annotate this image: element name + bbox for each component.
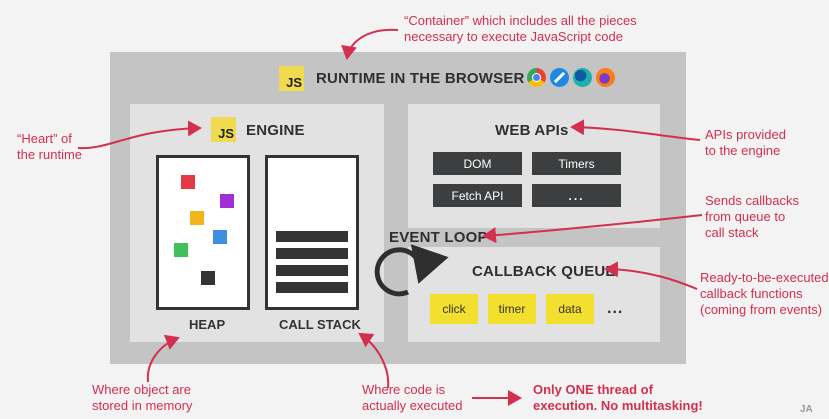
- queue-more: ...: [607, 300, 624, 317]
- container-note-line1: “Container” which includes all the piece…: [404, 13, 637, 28]
- queue-item-timer: timer: [488, 294, 536, 324]
- sends-note-line3: call stack: [705, 225, 759, 240]
- call-stack-panel: [265, 155, 359, 310]
- heap-note: Where object are stored in memory: [92, 382, 192, 414]
- heap-note-line1: Where object are: [92, 382, 191, 397]
- ready-note-line3: (coming from events): [700, 302, 823, 317]
- web-api-fetch: Fetch API: [433, 184, 522, 207]
- ready-note-line1: Ready-to-be-executed: [700, 270, 829, 285]
- stack-frame: [276, 282, 348, 293]
- ready-note-line2: callback functions: [700, 286, 803, 301]
- sends-note-line1: Sends callbacks: [705, 193, 799, 208]
- arrow-heap: [146, 334, 180, 383]
- engine-js-logo: JS: [211, 117, 236, 142]
- queue-item-data: data: [546, 294, 594, 324]
- event-loop-label: EVENT LOOP: [389, 229, 488, 246]
- heap-object: [201, 271, 215, 285]
- web-api-more: ...: [532, 184, 621, 207]
- stack-note-line2: actually executed: [362, 398, 463, 413]
- ready-note: Ready-to-be-executed callback functions …: [700, 270, 829, 318]
- callback-queue-title: CALLBACK QUEUE: [472, 263, 616, 280]
- thread-note-line2: execution. No multitasking!: [533, 398, 703, 413]
- engine-title: ENGINE: [246, 122, 305, 139]
- heart-note-line1: “Heart” of: [17, 131, 72, 146]
- sends-note-line2: from queue to: [705, 209, 786, 224]
- heart-note-line2: the runtime: [17, 147, 83, 162]
- sends-note: Sends callbacks from queue to call stack: [705, 193, 799, 241]
- edge-icon: [573, 68, 592, 87]
- container-note-line2: necessary to execute JavaScript code: [404, 29, 623, 44]
- web-api-dom: DOM: [433, 152, 522, 175]
- thread-note-line1: Only ONE thread of: [533, 382, 653, 397]
- heap-object: [174, 243, 188, 257]
- safari-icon: [550, 68, 569, 87]
- web-apis-title: WEB APIs: [495, 122, 569, 139]
- heap-object: [190, 211, 204, 225]
- arrow-apis: [570, 119, 701, 141]
- apis-note-line2: to the engine: [705, 143, 781, 158]
- heart-note: “Heart” of the runtime: [17, 131, 82, 163]
- queue-item-click: click: [430, 294, 478, 324]
- runtime-title: RUNTIME IN THE BROWSER: [316, 70, 525, 87]
- stack-frame: [276, 265, 348, 276]
- js-logo: JS: [279, 66, 304, 91]
- heap-note-line2: stored in memory: [92, 398, 193, 413]
- container-note: “Container” which includes all the piece…: [404, 13, 637, 45]
- heap-object: [220, 194, 234, 208]
- stack-frame: [276, 248, 348, 259]
- arrow-sends: [482, 214, 703, 244]
- heap-label: HEAP: [189, 317, 226, 332]
- thread-note: Only ONE thread of execution. No multita…: [533, 382, 703, 414]
- apis-note: APIs provided to the engine: [705, 127, 786, 159]
- firefox-icon: [596, 68, 615, 87]
- apis-note-line1: APIs provided: [705, 127, 786, 142]
- arrow-stack: [358, 332, 390, 389]
- arrow-container: [341, 28, 399, 60]
- heap-panel: [156, 155, 250, 310]
- web-api-timers: Timers: [532, 152, 621, 175]
- stack-frame: [276, 231, 348, 242]
- chrome-icon: [527, 68, 546, 87]
- event-loop-icon: [374, 244, 449, 297]
- stack-note: Where code is actually executed: [362, 382, 462, 414]
- watermark: JA: [800, 404, 813, 415]
- arrow-ready: [604, 261, 698, 290]
- call-stack-label: CALL STACK: [279, 317, 361, 332]
- arrow-heart: [77, 120, 202, 150]
- heap-object: [213, 230, 227, 244]
- heap-object: [181, 175, 195, 189]
- stack-note-line1: Where code is: [362, 382, 446, 397]
